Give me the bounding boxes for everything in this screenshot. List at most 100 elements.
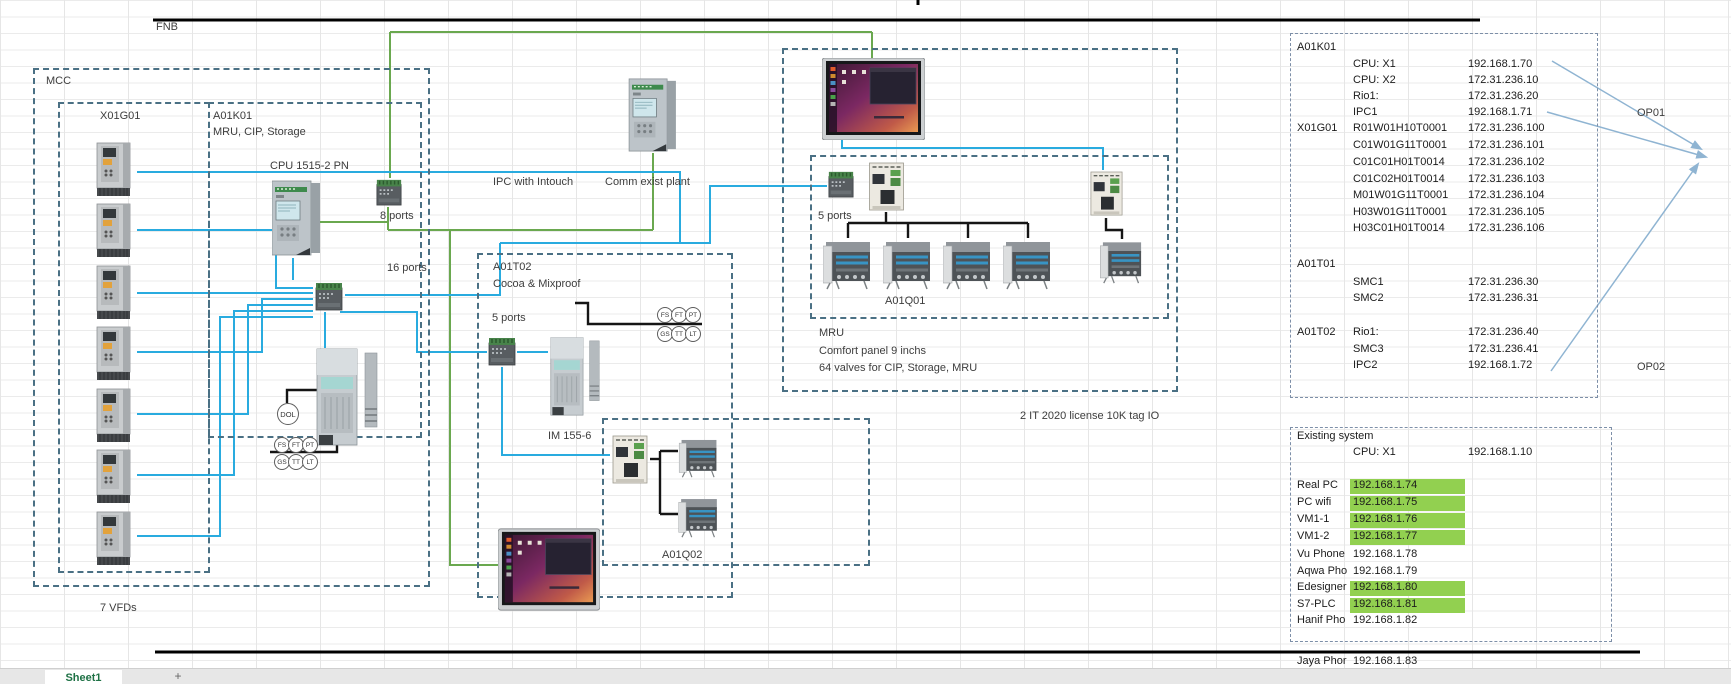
vfd-4 <box>96 326 134 381</box>
hmi-comfort-panel <box>822 58 925 140</box>
a01q02-label: A01Q02 <box>662 549 703 561</box>
a01k01-sub-label: MRU, CIP, Storage <box>213 126 306 138</box>
table-row: A01K01 <box>1297 41 1337 53</box>
valve-manifold-3 <box>943 237 993 290</box>
mru-label-1: MRU <box>819 327 845 339</box>
table-row: A01T01 <box>1297 258 1336 270</box>
smc-valve-controller-2 <box>1090 170 1123 218</box>
vfd-2 <box>96 203 134 258</box>
mru-label-3: 64 valves for CIP, Storage, MRU <box>819 362 978 374</box>
comm-exist-plant-plc <box>627 75 678 154</box>
vfd-3 <box>96 265 134 320</box>
existing-system-box <box>1290 427 1612 642</box>
ports16-label: 16 ports <box>387 262 427 274</box>
a01q01-group-box <box>810 155 1169 319</box>
mru-label-2: Comfort panel 9 inchs <box>819 345 926 357</box>
op02-label: OP02 <box>1637 361 1666 373</box>
cpu-1515-plc <box>272 177 320 258</box>
comm-label: Comm exist plant <box>605 176 690 188</box>
valve-manifold-4 <box>1003 237 1053 290</box>
a01t02-label: A01T02 <box>493 261 532 273</box>
license-label: 2 IT 2020 license 10K tag IO <box>1020 410 1160 422</box>
a01k01-label: A01K01 <box>213 110 253 122</box>
sheet-tab-bar: Sheet1 + <box>0 668 1731 685</box>
ft-bubble: FT <box>288 437 304 453</box>
valve-manifold-2 <box>883 237 933 290</box>
switch-16-ports <box>313 280 345 312</box>
valve-manifold-1 <box>823 237 873 290</box>
ports5a-label: 5 ports <box>492 312 526 324</box>
valve-manifold-q02-1 <box>678 436 720 478</box>
im155-label: IM 155-6 <box>548 430 592 442</box>
valve-manifold-5 <box>1097 238 1147 284</box>
vfds-label: 7 VFDs <box>100 602 137 614</box>
et200sp-im155-6 <box>546 336 604 420</box>
gs-bubble-2: GS <box>657 326 673 342</box>
lt-bubble: LT <box>302 454 318 470</box>
smc-valve-controller-1 <box>868 162 905 212</box>
a01k01-group-box <box>208 102 422 438</box>
hmi-panel-a01t02 <box>498 527 600 612</box>
pt-bubble-2: PT <box>685 307 701 323</box>
switch-5-ports-a01t02 <box>487 335 517 367</box>
op01-label: OP01 <box>1637 107 1666 119</box>
cpu-label: CPU 1515-2 PN <box>270 160 349 172</box>
vfd-6 <box>96 449 134 504</box>
existing-system-title: Existing system <box>1297 430 1374 442</box>
tab-sheet1[interactable]: Sheet1 <box>45 670 122 685</box>
valve-manifold-q02-2 <box>678 495 720 538</box>
mru-group-box <box>782 48 1178 392</box>
a01q01-label: A01Q01 <box>885 295 926 307</box>
cocoa-label: Cocoa & Mixproof <box>493 278 581 290</box>
smc-valve-controller-a01q02 <box>610 435 650 485</box>
vfd-7 <box>96 511 134 566</box>
a01q02-group-box <box>602 418 870 566</box>
add-sheet-button[interactable]: + <box>174 669 182 683</box>
switch-8-ports <box>375 177 403 207</box>
fnb-label: FNB <box>156 21 178 33</box>
mcc-label: MCC <box>46 75 72 87</box>
et200sp-remote-io-a01k01 <box>315 347 379 451</box>
a01t02-group-box <box>477 253 733 598</box>
switch-5-ports-a01q01 <box>827 168 855 200</box>
ipc-label: IPC with Intouch <box>493 176 574 188</box>
ip-table-box <box>1290 33 1598 398</box>
x01g01-group-box <box>58 102 210 573</box>
table-row: Rio1:172.31.236.20 <box>1353 90 1539 102</box>
ports8-label: 8 ports <box>380 210 414 222</box>
vfd-5 <box>96 388 134 443</box>
ports5b-label: 5 ports <box>818 210 852 222</box>
vfd-1 <box>96 142 134 197</box>
dol-starter-bubble: DOL <box>277 403 299 425</box>
pt-bubble: PT <box>302 437 318 453</box>
lt-bubble-2: LT <box>685 326 701 342</box>
mcc-group-box <box>33 68 430 587</box>
x01g01-label: X01G01 <box>100 110 141 122</box>
